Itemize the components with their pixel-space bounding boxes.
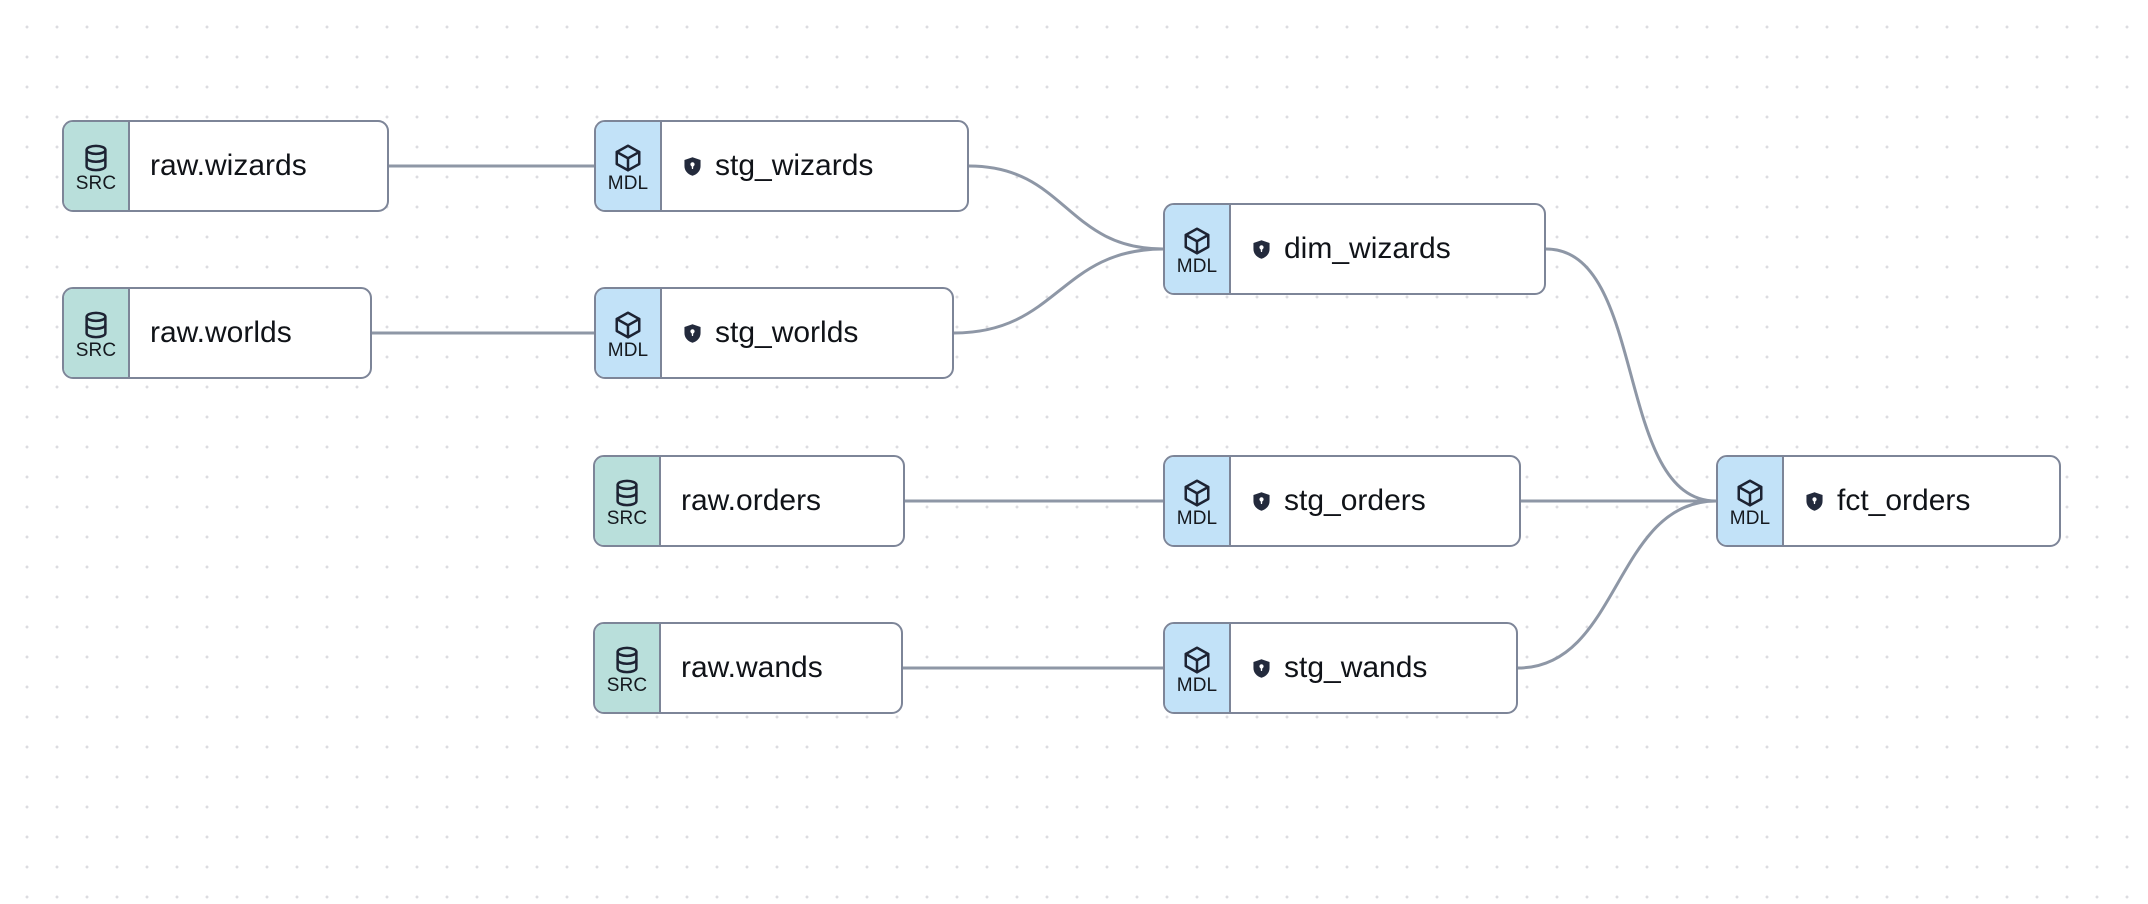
node-dim_wizards[interactable]: MDL dim_wizards	[1163, 203, 1546, 295]
node-body: stg_wizards	[662, 122, 967, 210]
shield-lock-icon	[1251, 239, 1272, 260]
node-body: raw.wands	[661, 624, 901, 712]
database-icon	[612, 478, 642, 508]
node-label: raw.wizards	[150, 149, 307, 182]
database-icon	[81, 310, 111, 340]
node-label: stg_wands	[1284, 651, 1428, 684]
node-body: dim_wizards	[1231, 205, 1544, 293]
node-body: stg_orders	[1231, 457, 1519, 545]
cube-icon	[1182, 478, 1212, 508]
node-body: raw.wizards	[130, 122, 387, 210]
cube-icon	[613, 310, 643, 340]
node-label: raw.wands	[681, 651, 823, 684]
node-type-badge-source: SRC	[64, 122, 130, 210]
node-label: stg_orders	[1284, 484, 1426, 517]
node-type-badge-model: MDL	[1165, 205, 1231, 293]
edge-dim_wizards-to-fct_orders	[1544, 247, 1718, 503]
node-raw_wands[interactable]: SRC raw.wands	[593, 622, 903, 714]
shield-lock-icon	[682, 156, 703, 177]
node-label: stg_wizards	[715, 149, 874, 182]
database-icon	[612, 645, 642, 675]
node-type-badge-label: SRC	[75, 340, 117, 361]
node-type-badge-label: MDL	[607, 340, 649, 361]
node-label: dim_wizards	[1284, 232, 1451, 265]
database-icon	[81, 143, 111, 173]
shield-lock-icon	[1804, 491, 1825, 512]
node-body: raw.orders	[661, 457, 903, 545]
node-type-badge-source: SRC	[64, 289, 130, 377]
node-type-badge-label: MDL	[1176, 675, 1218, 696]
node-body: fct_orders	[1784, 457, 2059, 545]
node-type-badge-label: MDL	[607, 173, 649, 194]
node-type-badge-label: SRC	[75, 173, 117, 194]
node-raw_orders[interactable]: SRC raw.orders	[593, 455, 905, 547]
cube-icon	[1735, 478, 1765, 508]
node-type-badge-model: MDL	[596, 122, 662, 210]
node-label: raw.worlds	[150, 316, 292, 349]
node-type-badge-label: SRC	[606, 508, 648, 529]
node-label: stg_worlds	[715, 316, 859, 349]
edge-stg_wands-to-fct_orders	[1516, 499, 1718, 670]
node-body: stg_wands	[1231, 624, 1516, 712]
cube-icon	[1182, 226, 1212, 256]
shield-lock-icon	[682, 323, 703, 344]
node-type-badge-source: SRC	[595, 457, 661, 545]
node-type-badge-label: MDL	[1176, 508, 1218, 529]
node-type-badge-model: MDL	[1718, 457, 1784, 545]
node-type-badge-model: MDL	[1165, 624, 1231, 712]
node-body: stg_worlds	[662, 289, 952, 377]
node-body: raw.worlds	[130, 289, 370, 377]
edge-stg_worlds-to-dim_wizards	[952, 247, 1165, 335]
node-type-badge-model: MDL	[1165, 457, 1231, 545]
node-type-badge-source: SRC	[595, 624, 661, 712]
node-type-badge-label: MDL	[1176, 256, 1218, 277]
node-stg_worlds[interactable]: MDL stg_worlds	[594, 287, 954, 379]
node-stg_wands[interactable]: MDL stg_wands	[1163, 622, 1518, 714]
node-type-badge-model: MDL	[596, 289, 662, 377]
node-raw_worlds[interactable]: SRC raw.worlds	[62, 287, 372, 379]
node-raw_wizards[interactable]: SRC raw.wizards	[62, 120, 389, 212]
cube-icon	[1182, 645, 1212, 675]
cube-icon	[613, 143, 643, 173]
shield-lock-icon	[1251, 491, 1272, 512]
node-type-badge-label: MDL	[1729, 508, 1771, 529]
node-type-badge-label: SRC	[606, 675, 648, 696]
node-label: fct_orders	[1837, 484, 1971, 517]
shield-lock-icon	[1251, 658, 1272, 679]
node-label: raw.orders	[681, 484, 822, 517]
node-stg_wizards[interactable]: MDL stg_wizards	[594, 120, 969, 212]
edge-stg_wizards-to-dim_wizards	[967, 164, 1165, 251]
node-fct_orders[interactable]: MDL fct_orders	[1716, 455, 2061, 547]
node-stg_orders[interactable]: MDL stg_orders	[1163, 455, 1521, 547]
